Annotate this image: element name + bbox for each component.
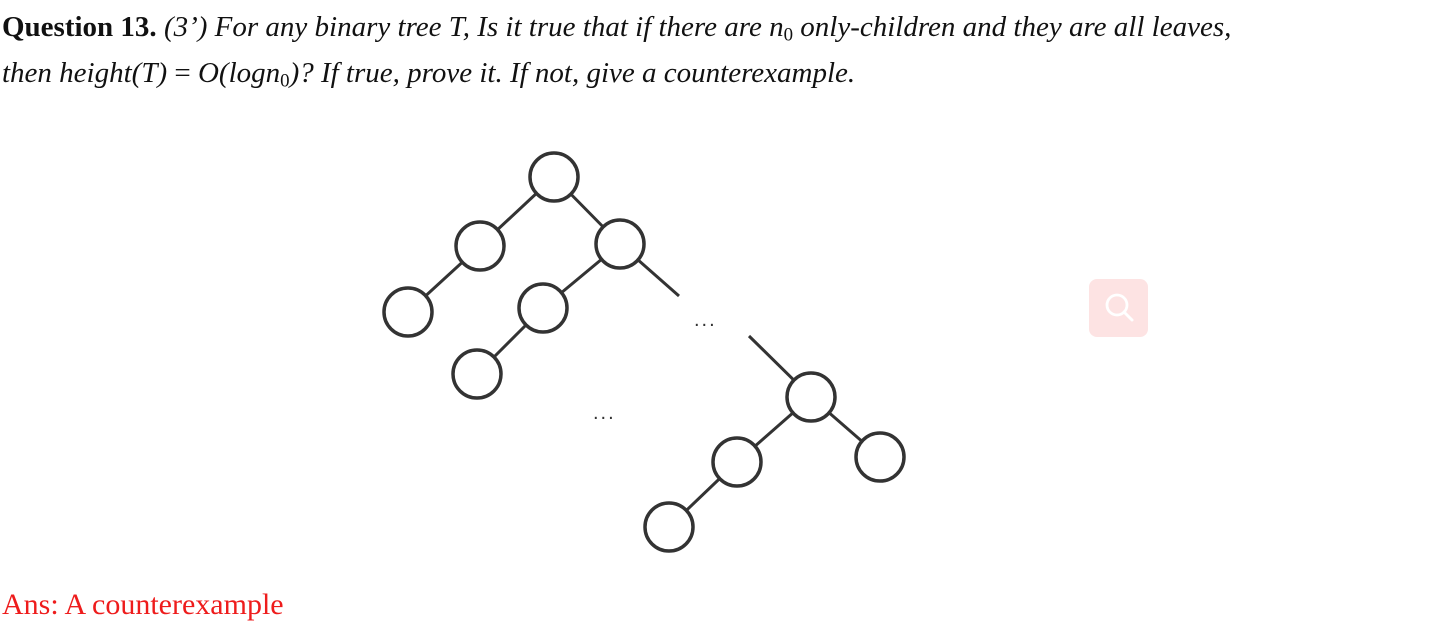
big-o-subscript: 0 — [280, 70, 290, 92]
question-text: Question 13. (3’) For any binary tree T,… — [2, 4, 1448, 96]
tree-node — [711, 436, 763, 488]
tree-nodes — [382, 151, 906, 553]
equals-sign: = — [174, 57, 191, 89]
question-line1-end: only-children and they are all leaves, — [793, 11, 1232, 43]
tree-node — [451, 348, 503, 400]
question-line1: For any binary tree T, Is it true that i… — [214, 11, 770, 43]
magnifier-icon — [1105, 293, 1133, 322]
answer-text: Ans: A counterexample — [2, 588, 284, 621]
tree-node — [454, 220, 506, 272]
tree-node — [528, 151, 580, 203]
question-points: (3’) — [163, 11, 208, 43]
question-line2-end: )? If true, prove it. If not, give a cou… — [289, 57, 856, 89]
question-line2-start: then height(T) — [2, 57, 175, 89]
tree-node — [854, 431, 906, 483]
big-o-expression: O(logn — [190, 57, 281, 89]
ellipsis-label: ... — [694, 309, 717, 331]
search-button[interactable] — [1089, 279, 1148, 337]
tree-node — [517, 282, 569, 334]
tree-node — [594, 218, 646, 270]
n-symbol: n — [769, 11, 784, 43]
question-label: Question 13. — [2, 11, 157, 43]
question-body: (3’) For any binary tree T, Is it true t… — [2, 11, 1232, 92]
n-subscript: 0 — [783, 24, 794, 46]
tree-node — [382, 286, 434, 338]
ellipsis-label: ... — [593, 402, 616, 424]
tree-node — [643, 501, 695, 553]
tree-node — [785, 371, 837, 423]
